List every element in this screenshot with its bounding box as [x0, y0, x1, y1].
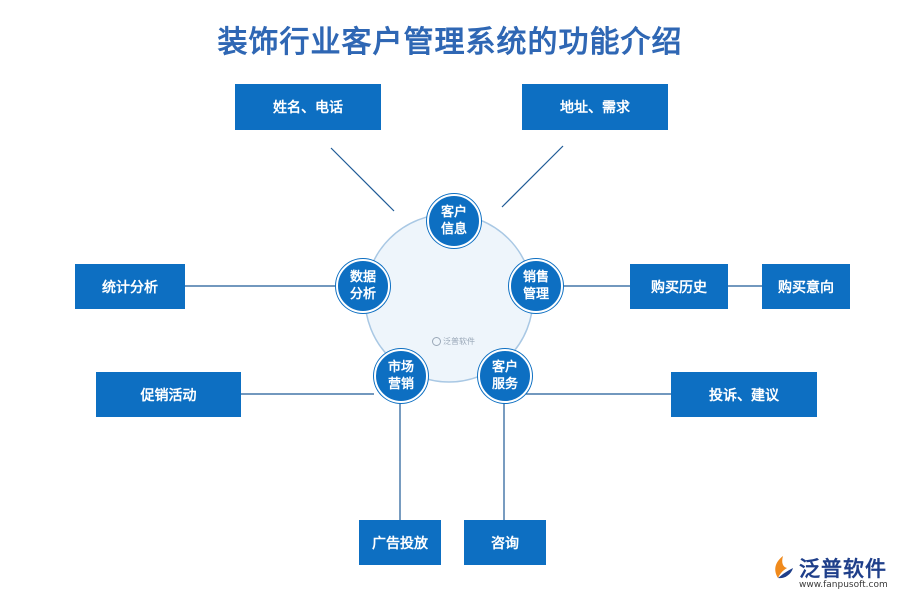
brand-logo: 泛普软件 www.fanpusoft.com [763, 552, 893, 594]
node-customer-service: 客户 服务 [478, 349, 532, 403]
node-marketing: 市场 营销 [374, 349, 428, 403]
node-label-line1: 销售 [522, 270, 549, 285]
box-name-phone: 姓名、电话 [235, 84, 381, 130]
brand-url: www.fanpusoft.com [799, 580, 888, 590]
connector-address-needs [501, 145, 564, 208]
center-watermark: 泛普软件 [432, 333, 480, 349]
connector-name-phone [330, 147, 395, 212]
node-label-line1: 客户 [491, 360, 518, 375]
node-label-line2: 营销 [387, 377, 414, 392]
node-customer-info: 客户 信息 [427, 194, 481, 248]
brand-name: 泛普软件 [799, 557, 887, 581]
box-advertising: 广告投放 [359, 520, 441, 565]
node-label-line1: 客户 [440, 205, 467, 220]
box-consulting: 咨询 [464, 520, 546, 565]
box-purchase-history: 购买历史 [630, 264, 728, 309]
box-statistics: 统计分析 [75, 264, 185, 309]
node-sales-management: 销售 管理 [509, 259, 563, 313]
node-label-line1: 数据 [349, 270, 376, 285]
box-complaints: 投诉、建议 [671, 372, 817, 417]
brand-logo-icon [775, 556, 793, 579]
page-title: 装饰行业客户管理系统的功能介绍 [217, 25, 683, 60]
box-address-needs: 地址、需求 [522, 84, 668, 130]
node-data-analysis: 数据 分析 [336, 259, 390, 313]
watermark-logo-icon [432, 336, 441, 346]
node-label-line1: 市场 [387, 360, 414, 375]
watermark-text: 泛普软件 [443, 336, 475, 346]
node-label-line2: 分析 [349, 287, 376, 302]
box-promotion: 促销活动 [96, 372, 241, 417]
node-label-line2: 服务 [491, 377, 518, 392]
node-label-line2: 管理 [522, 287, 549, 302]
node-label-line2: 信息 [440, 222, 467, 237]
box-purchase-intent: 购买意向 [762, 264, 850, 309]
